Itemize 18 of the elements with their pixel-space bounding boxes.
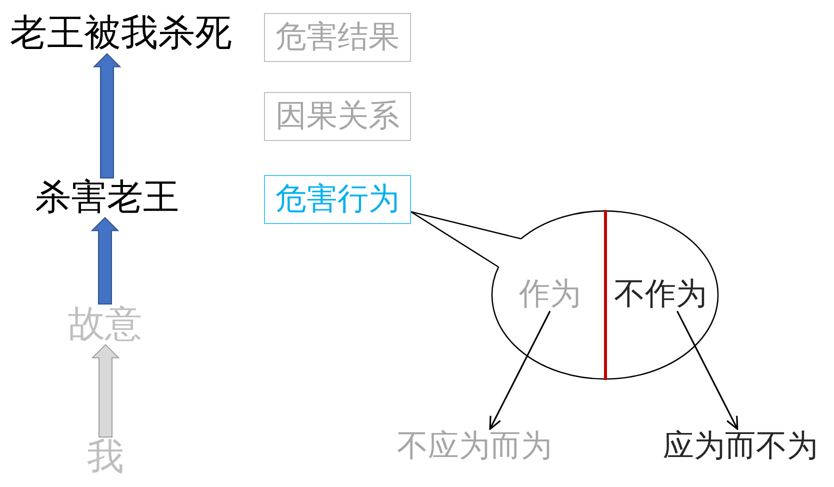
node-label: 故意	[68, 304, 142, 345]
node-label: 应为而不为	[663, 429, 818, 464]
arrow	[676, 310, 738, 430]
concept-box: 危害结果	[264, 13, 411, 62]
block-arrow	[92, 53, 122, 178]
block-arrow	[91, 344, 120, 438]
callout-tail	[410, 211, 522, 268]
block-arrow	[90, 216, 120, 304]
concept-box: 因果关系	[264, 92, 411, 141]
node-label: 我	[87, 437, 124, 478]
node-label: 老王被我杀死	[10, 13, 232, 54]
node-label: 杀害老王	[35, 178, 179, 218]
node-label: 作为	[519, 277, 581, 312]
concept-box: 危害行为	[264, 175, 411, 224]
speech-bubble	[491, 210, 719, 380]
node-label: 不作为	[614, 277, 707, 312]
arrow	[489, 310, 551, 430]
node-label: 不应为而为	[397, 429, 552, 464]
